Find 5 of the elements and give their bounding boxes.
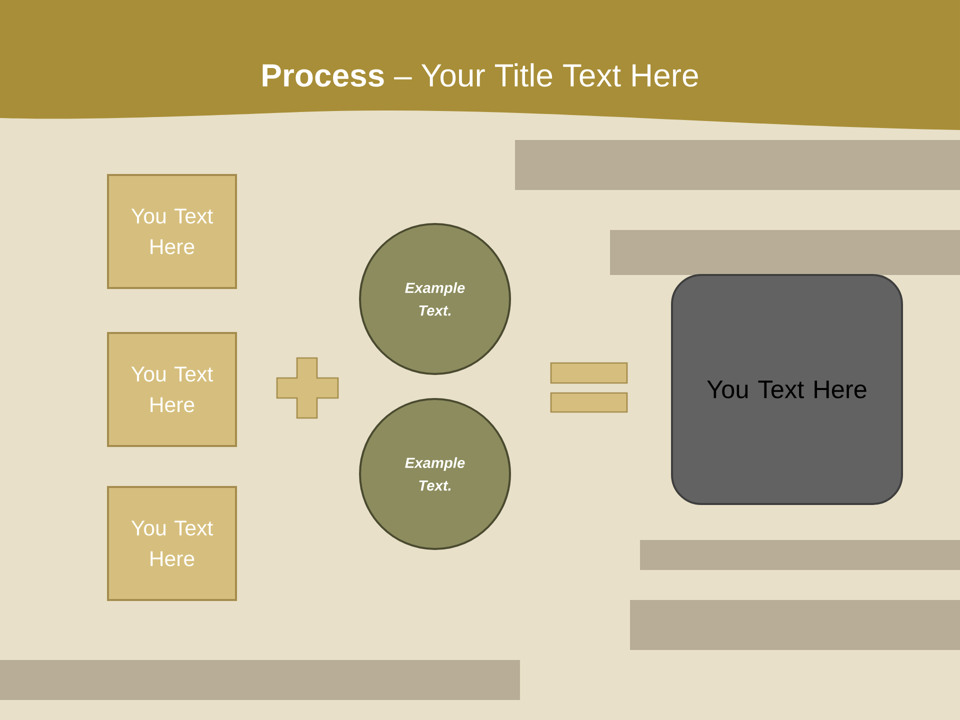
rounded-box: You Text Here (671, 274, 903, 506)
text-box: You Text Here (107, 486, 237, 602)
text-box: You Text Here (107, 174, 237, 290)
text-box: You Text Here (107, 332, 237, 448)
slide-title: Process – Your Title Text Here (262, 63, 698, 87)
